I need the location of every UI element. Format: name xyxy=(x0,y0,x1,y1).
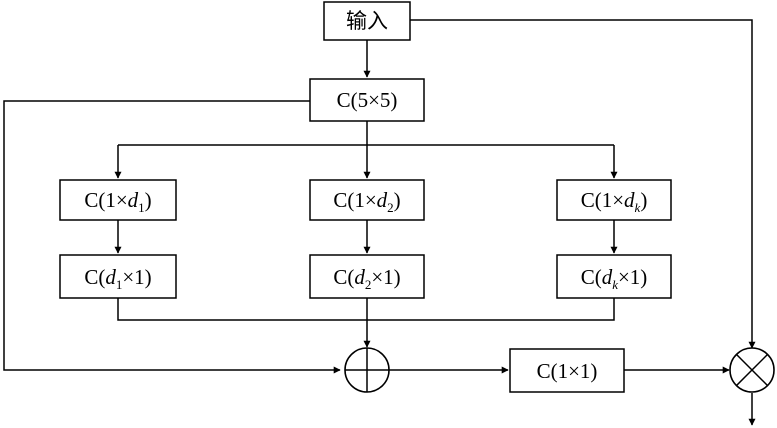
branchk-row1-label: C(1×dk) xyxy=(581,188,648,215)
edge-conv5-sum xyxy=(3,100,341,374)
input-label: 输入 xyxy=(346,9,388,33)
branch1-row2-node: C(d1×1) xyxy=(59,254,177,299)
product-operator-icon xyxy=(729,347,775,393)
conv5x5-label: C(5×5) xyxy=(337,88,398,112)
branch2-row2-node: C(d2×1) xyxy=(309,254,425,299)
merge-bus xyxy=(117,298,615,321)
conv1x1-label: C(1×1) xyxy=(537,359,598,383)
branchk-row2-label: C(dk×1) xyxy=(581,265,648,292)
edge-input-product xyxy=(410,19,756,349)
input-node: 输入 xyxy=(323,1,411,41)
branch2-row1-label: C(1×d2) xyxy=(333,188,400,215)
conv1x1-node: C(1×1) xyxy=(509,348,625,393)
branch1-row1-node: C(1×d1) xyxy=(59,179,177,221)
branch1-row1-label: C(1×d1) xyxy=(84,188,151,215)
branchk-row2-node: C(dk×1) xyxy=(556,254,672,299)
connections xyxy=(3,19,756,426)
branch2-row2-label: C(d2×1) xyxy=(333,265,400,292)
sum-operator-icon xyxy=(344,347,390,393)
branchk-row1-node: C(1×dk) xyxy=(556,179,672,221)
branch1-row2-label: C(d1×1) xyxy=(84,265,151,292)
conv5x5-node: C(5×5) xyxy=(309,78,425,122)
branch2-row1-node: C(1×d2) xyxy=(309,179,425,221)
